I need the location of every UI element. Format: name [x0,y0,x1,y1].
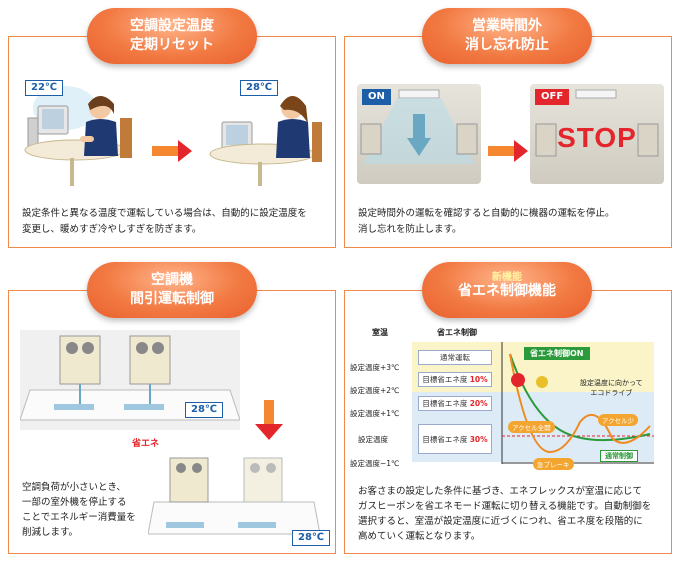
desc-line: 削減します。 [22,527,79,538]
desc-line: 変更し、暖めすぎ冷やしすぎを防ぎます。 [22,224,202,235]
title-line1: 省エネ制御機能 [458,283,556,299]
box-value: 20% [469,399,488,408]
box-target-30: 目標省エネ度 30% [418,424,492,454]
normal-control-tag: 通常制御 [600,450,638,462]
energy-saving-tag: 省エネ [132,439,160,449]
title-line1: 営業時間外 [472,18,542,34]
eco-drive-note: 設定温度に向かって エコドライブ [580,378,643,398]
title-line1: 空調機 [151,272,193,288]
brake-tag: 急ブレーキ [533,458,574,470]
accel-full-tag: アクセル全開 [508,421,555,433]
outdoor-units-thinned-graphic [148,457,320,535]
title-line2: 定期リセット [130,37,214,53]
box-value: 10% [469,375,488,384]
col-header-room-temp: 室温 [372,328,388,337]
title-line2: 消し忘れ防止 [465,37,549,53]
desc-line: 設定時間外の運転を確認すると自動的に機器の運転を停止。 [358,208,615,219]
box-label: 目標省エネ度 [422,375,468,384]
arrow-down-icon [255,400,283,440]
row-label: 設定温度+2℃ [350,386,400,395]
note-line: 設定温度に向かって [580,379,643,387]
row-label: 設定温度+3℃ [350,363,400,372]
description-reset: 設定条件と異なる温度で運転している場合は、自動的に設定温度を 変更し、暖めすぎ冷… [22,206,332,238]
temp-tag-after: 28℃ [240,80,279,96]
accel-ease-tag: アクセル少 [598,414,639,426]
desc-line: 設定条件と異なる温度で運転している場合は、自動的に設定温度を [22,208,307,219]
box-target-20: 目標省エネ度 20% [418,396,492,411]
title-line1: 空調設定温度 [130,18,214,34]
arrow-right-icon [152,140,192,162]
room-off-graphic [535,89,659,157]
desc-line: 一部の室外機を停止する [22,497,127,508]
temp-tag-before: 22℃ [25,80,64,96]
office-illustration-after [209,96,322,186]
title-line2: 間引運転制御 [130,291,214,307]
temp-tag-bottom: 28℃ [292,530,331,546]
box-label: 目標省エネ度 [422,435,468,444]
new-feature-badge: 新機能 [492,272,522,283]
note-line: エコドライブ [590,389,633,397]
title-temperature-reset: 空調設定温度 定期リセット [87,8,257,64]
stop-text: STOP [557,122,637,153]
office-illustration-before [24,86,132,186]
box-normal-operation: 通常運転 [418,350,492,365]
label-off: OFF [535,89,570,105]
desc-line: 空調負荷が小さいとき、 [22,482,126,493]
row-label: 設定温度 [358,435,388,444]
arrow-right-icon [488,140,528,162]
description-after-hours: 設定時間外の運転を確認すると自動的に機器の運転を停止。 消し忘れを防止します。 [358,206,668,238]
title-thinning-control: 空調機 間引運転制御 [87,262,257,318]
row-label: 設定温度+1℃ [350,409,400,418]
desc-line: 消し忘れを防止します。 [358,224,462,235]
temp-tag-top: 28℃ [185,402,224,418]
box-value: 30% [469,435,488,444]
desc-line: ガスヒーポンを省エネモード運転に切り替える機能です。自動制御を [358,501,652,512]
eco-control-curve-graphic [501,342,654,464]
description-eco-control: お客さまの設定した条件に基づき、エネフレックスが室温に応じて ガスヒーポンを省エ… [358,484,670,544]
desc-line: ことでエネルギー消費量を [22,512,136,523]
row-label: 設定温度−1℃ [350,459,400,468]
title-eco-control: 省エネ制御機能 [422,262,592,318]
airflow-on-graphic [360,89,478,164]
description-thinning: 空調負荷が小さいとき、 一部の室外機を停止する ことでエネルギー消費量を 削減し… [22,480,152,540]
desc-line: お客さまの設定した条件に基づき、エネフレックスが室温に応じて [358,486,643,497]
box-target-10: 目標省エネ度 10% [418,372,492,387]
desc-line: 高めていく運転となります。 [358,531,481,542]
desc-line: 選択すると、室温が設定温度に近づくにつれ、省エネ度を段階的に [358,516,643,527]
eco-on-tag: 省エネ制御ON [524,347,590,360]
col-header-eco-control: 省エネ制御 [437,328,477,337]
title-after-hours-off: 営業時間外 消し忘れ防止 [422,8,592,64]
box-label: 目標省エネ度 [422,399,468,408]
label-on: ON [362,89,391,105]
